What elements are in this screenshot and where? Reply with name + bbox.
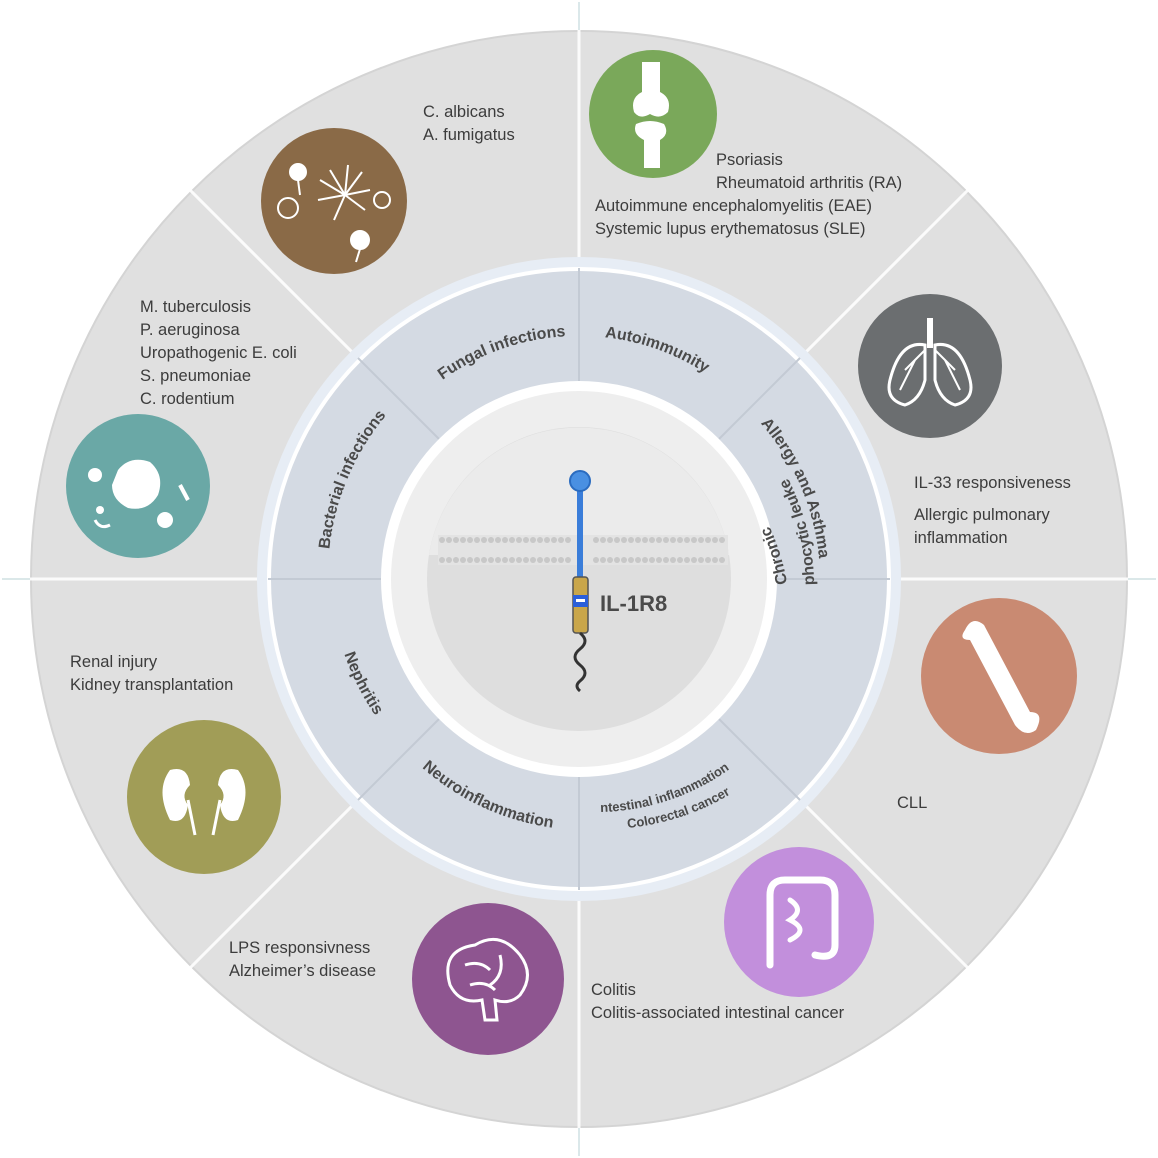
brain-icon <box>446 937 529 1022</box>
autoimmunity-notes: Psoriasis Rheumatoid arthritis (RA) Auto… <box>595 151 902 238</box>
intestine-icon <box>766 876 839 969</box>
cll-category <box>921 598 1077 754</box>
neuro-notes: LPS responsivness Alzheimer’s disease <box>229 939 376 980</box>
bacterial-category <box>66 414 210 558</box>
fungi-icon <box>277 163 391 263</box>
note-line: C. albicans <box>423 103 505 121</box>
note-line: Renal injury <box>70 653 158 671</box>
bacterial-notes: M. tuberculosis P. aeruginosa Uropathoge… <box>140 298 297 408</box>
bacteria-icon <box>88 459 190 529</box>
knee-joint-icon <box>633 62 669 168</box>
note-line: Autoimmune encephalomyelitis (EAE) <box>595 197 872 215</box>
note-line: Uropathogenic E. coli <box>140 344 297 362</box>
note-line: M. tuberculosis <box>140 298 251 316</box>
fungal-notes: C. albicans A. fumigatus <box>423 103 515 144</box>
note-line: Psoriasis <box>716 151 783 169</box>
cll-notes: CLL <box>897 794 927 812</box>
autoimmunity-category <box>589 50 717 178</box>
note-line: Colitis-associated intestinal cancer <box>591 1004 845 1022</box>
nephritis-notes: Renal injury Kidney transplantation <box>70 653 233 694</box>
intestinal-notes: Colitis Colitis-associated intestinal ca… <box>591 981 845 1022</box>
note-line: LPS responsivness <box>229 939 370 957</box>
fungal-category <box>261 128 407 274</box>
note-line: Rheumatoid arthritis (RA) <box>716 174 902 192</box>
note-line: S. pneumoniae <box>140 367 251 385</box>
allergy-notes: IL-33 responsiveness Allergic pulmonary … <box>914 474 1071 547</box>
intestinal-category <box>724 847 874 997</box>
receptor-label: IL-1R8 <box>600 591 667 616</box>
il1r8-receptor <box>569 470 591 693</box>
allergy-category <box>858 294 1002 438</box>
note-line: A. fumigatus <box>423 126 515 144</box>
bone-icon <box>962 621 1040 734</box>
note-line: Kidney transplantation <box>70 676 233 694</box>
note-line: Colitis <box>591 981 636 999</box>
kidneys-icon <box>162 769 246 836</box>
note-line: C. rodentium <box>140 390 234 408</box>
note-line: inflammation <box>914 529 1008 547</box>
note-line: CLL <box>897 794 927 812</box>
note-line: IL-33 responsiveness <box>914 474 1071 492</box>
note-line: Allergic pulmonary <box>914 506 1050 524</box>
note-line: P. aeruginosa <box>140 321 241 339</box>
neuro-category <box>412 903 564 1055</box>
note-line: Alzheimer’s disease <box>229 962 376 980</box>
note-line: Systemic lupus erythematosus (SLE) <box>595 220 866 238</box>
lungs-icon <box>887 318 973 407</box>
nephritis-category <box>127 720 281 874</box>
